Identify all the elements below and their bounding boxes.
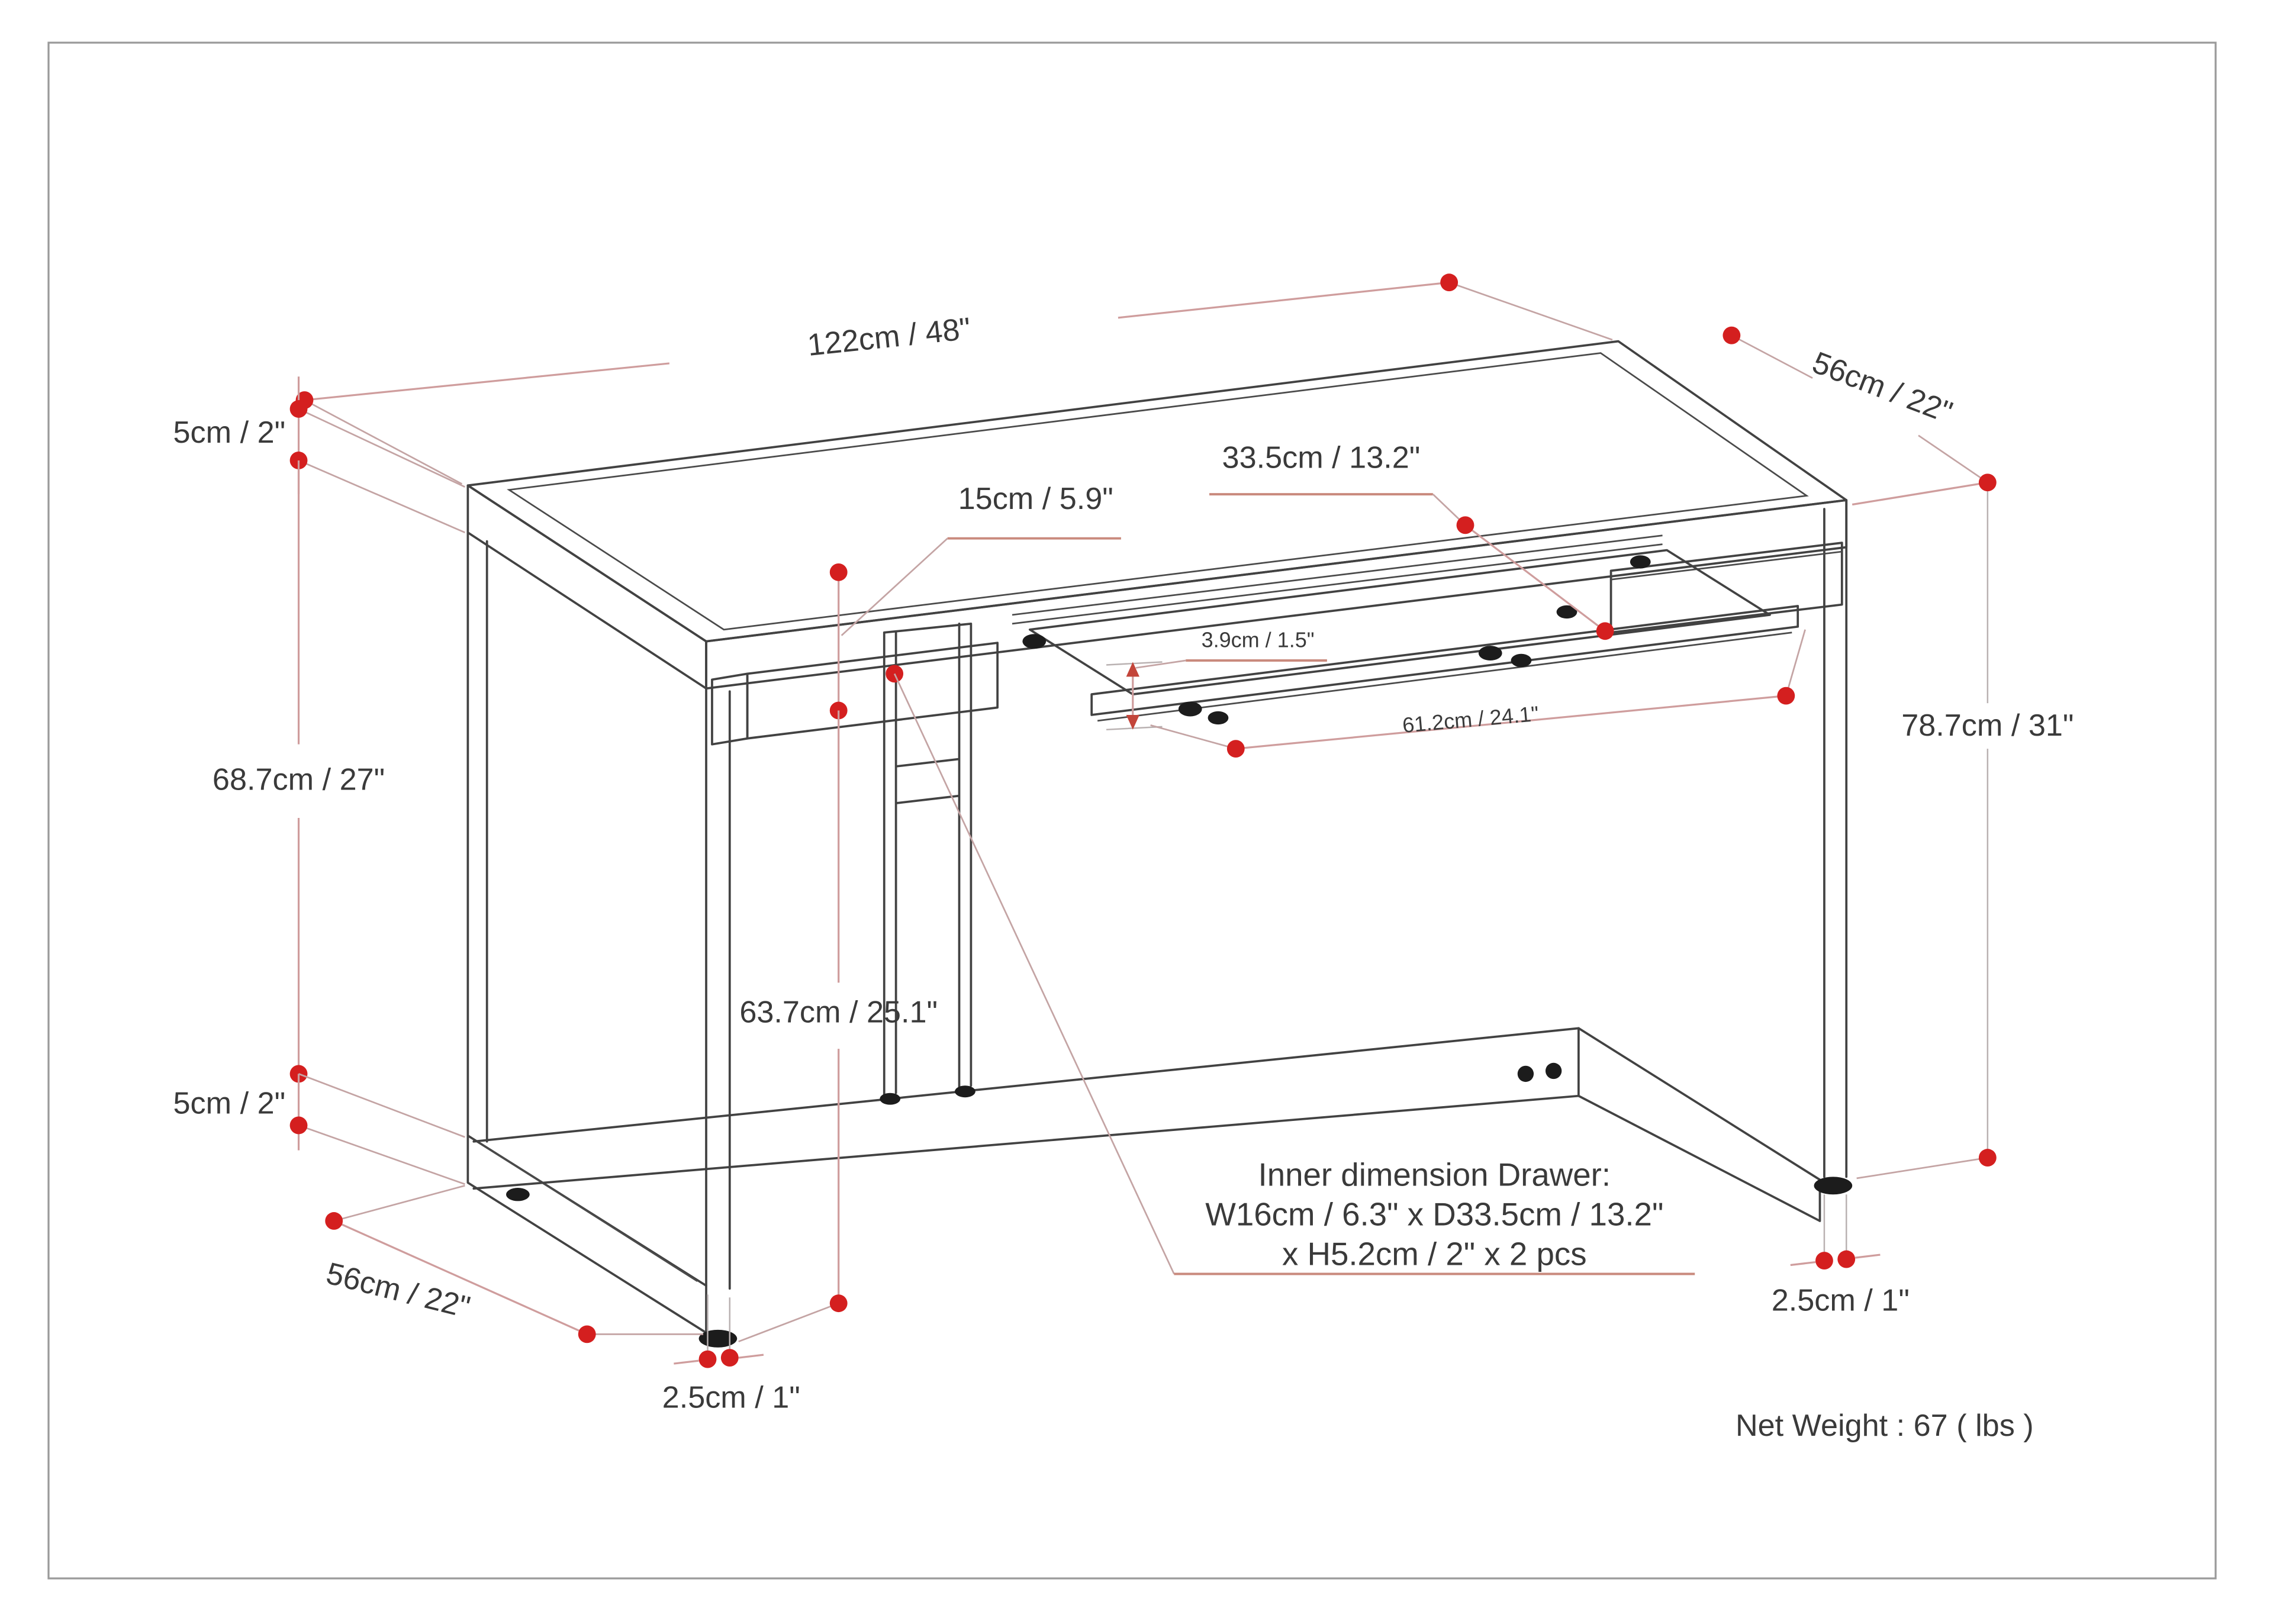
- right-drawer-top-edge: [1611, 550, 1842, 581]
- note-line-3: x H5.2cm / 2" x 2 pcs: [1282, 1236, 1587, 1272]
- right-drawer-front: [1609, 542, 1843, 634]
- note-line-2: W16cm / 6.3" x D33.5cm / 13.2": [1205, 1196, 1663, 1232]
- front-left-foot: [698, 1329, 738, 1348]
- slide-bracket-4: [1478, 646, 1502, 660]
- back-bottom-rail: [472, 1027, 1580, 1190]
- dim-under-tray-clearance: 63.7cm / 25.1": [738, 710, 938, 1343]
- rail-grommet-2: [1545, 1062, 1562, 1080]
- drawer-inner-dimension-note: Inner dimension Drawer: W16cm / 6.3" x D…: [886, 665, 1695, 1275]
- dim-tray-lip-height: 3.9cm / 1.5": [1106, 628, 1327, 731]
- dim-front-leg-width: 2.5cm / 1": [662, 1294, 800, 1415]
- left-back-support: [466, 531, 488, 1143]
- slide-bracket-5: [1511, 653, 1532, 668]
- dim-overall-height: 78.7cm / 31": [1856, 473, 2074, 1180]
- slide-bracket-1: [1022, 634, 1047, 649]
- left-runner-foot: [506, 1188, 530, 1201]
- note-line-1: Inner dimension Drawer:: [1258, 1156, 1611, 1193]
- pedestal-foot-left: [880, 1093, 901, 1105]
- dim-label-base-thickness: 5cm / 2": [173, 1087, 286, 1121]
- dim-drawer-depth: 33.5cm / 13.2": [1209, 440, 1614, 640]
- dim-label-front-leg-width: 2.5cm / 1": [662, 1381, 800, 1415]
- slide-bracket-2: [1178, 701, 1202, 717]
- slide-bracket-3: [1208, 711, 1229, 725]
- pedestal-foot-right: [955, 1085, 975, 1098]
- dim-label-right-leg-width: 2.5cm / 1": [1772, 1284, 1910, 1318]
- tray-lip-shadow: [1097, 631, 1792, 722]
- dim-drawer-front-height: 15cm / 5.9": [829, 482, 1121, 720]
- left-runner-top-edge: [479, 1142, 698, 1283]
- tray-fixed-rail: [1012, 534, 1663, 625]
- net-weight-label: Net Weight : 67 ( lbs ): [1736, 1409, 2034, 1443]
- dim-label-under-tray-clearance: 63.7cm / 25.1": [739, 995, 938, 1029]
- slide-bracket-7: [1630, 555, 1651, 569]
- dim-label-drawer-depth: 33.5cm / 13.2": [1222, 440, 1421, 475]
- dim-label-top-thickness: 5cm / 2": [173, 415, 286, 450]
- right-leg: [1823, 499, 1848, 1178]
- dim-right-leg-width: 2.5cm / 1": [1772, 1194, 1910, 1318]
- desk-drawing: [466, 340, 1853, 1348]
- center-pedestal: [883, 622, 973, 1096]
- left-drawer-side: [711, 672, 749, 746]
- right-leg-foot: [1814, 1177, 1853, 1195]
- tray-surface: [1028, 549, 1771, 696]
- rail-grommet-1: [1517, 1065, 1534, 1082]
- dim-label-overall-height: 78.7cm / 31": [1901, 708, 2074, 743]
- tabletop-inner-border: [507, 352, 1809, 631]
- dim-label-tray-lip-height: 3.9cm / 1.5": [1202, 628, 1315, 652]
- dim-label-side-opening-height: 68.7cm / 27": [213, 763, 385, 797]
- front-left-leg: [705, 687, 731, 1290]
- dim-base-thickness: 5cm / 2": [173, 1073, 465, 1185]
- page-border: [47, 41, 2217, 1580]
- dim-label-drawer-front-height: 15cm / 5.9": [958, 482, 1113, 516]
- tray-front-lip: [1090, 605, 1799, 716]
- slide-bracket-6: [1556, 605, 1577, 619]
